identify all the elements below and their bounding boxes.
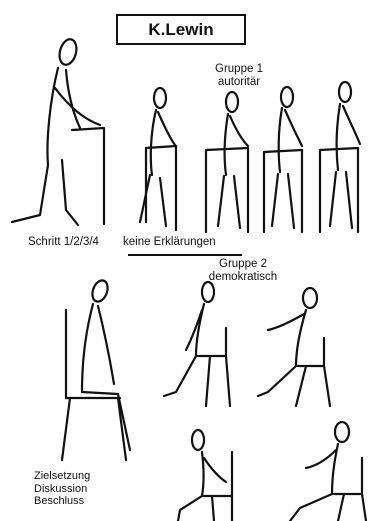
leader-head <box>57 37 79 66</box>
leader-leg-front <box>62 160 78 225</box>
seated-pupil-figure <box>178 430 232 521</box>
leader-leg-back <box>12 165 48 222</box>
seated-leader-figure <box>62 278 130 460</box>
standing-pupil-figure <box>206 92 248 232</box>
leader-front <box>66 70 80 128</box>
lectern <box>72 128 104 224</box>
standing-leader-figure <box>12 37 104 225</box>
standing-pupil-figure <box>264 87 302 232</box>
seated-pupil-figure <box>258 288 330 406</box>
standing-pupil-figure <box>320 82 360 232</box>
standing-pupil-figure <box>140 88 176 230</box>
leader-back <box>47 68 58 165</box>
seated-pupil-figure <box>290 422 366 521</box>
seated-pupil-figure <box>164 282 230 406</box>
